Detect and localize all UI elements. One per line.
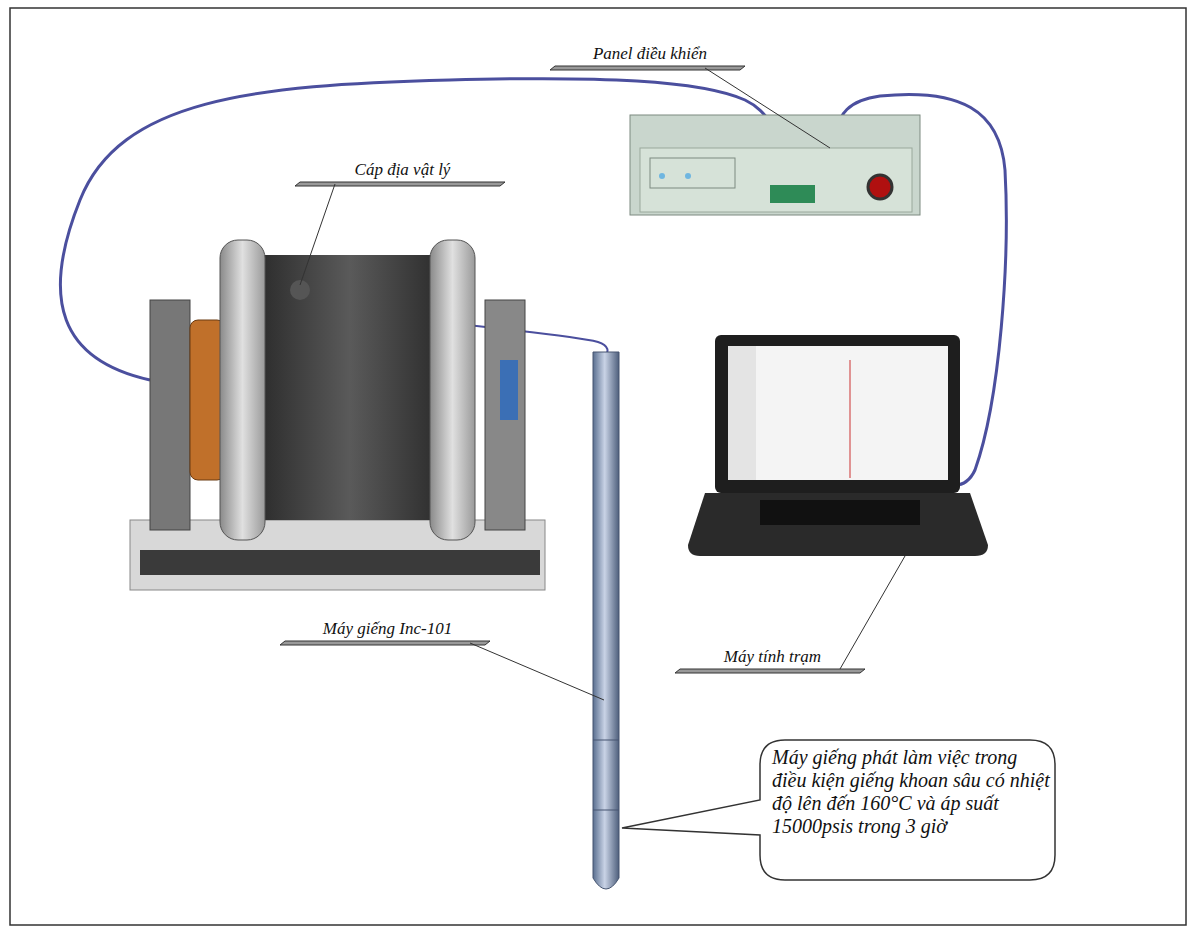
- callout-text: Máy giếng phát làm việc trong điều kiện …: [772, 746, 1050, 838]
- callout-bubble: [622, 740, 1055, 880]
- cable-winch: [130, 240, 545, 590]
- laptop-screen: [728, 346, 948, 480]
- winch-frame: [485, 300, 525, 530]
- label-underline: [675, 669, 865, 673]
- panel-display: [650, 158, 735, 188]
- leader-line: [840, 556, 905, 669]
- drum-flange: [220, 240, 265, 540]
- part-label: Cáp địa vật lý: [300, 160, 505, 180]
- well-probe: [593, 352, 619, 889]
- winch-part: [500, 360, 518, 420]
- part-label: Máy giếng Inc-101: [285, 619, 490, 639]
- cable-drum: [255, 255, 445, 520]
- leader-line: [705, 68, 830, 148]
- screen-sidebar: [728, 346, 756, 480]
- panel-case: [630, 115, 920, 215]
- leaders: [280, 66, 905, 700]
- part-label: Máy tính trạm: [680, 647, 865, 667]
- laptop-screen-frame: [715, 335, 960, 493]
- screen-line: [850, 360, 851, 478]
- probe-joint: [593, 810, 619, 811]
- label-underline: [550, 66, 745, 70]
- probe-joint: [593, 740, 619, 741]
- leader-line: [300, 184, 335, 285]
- leader-line: [470, 643, 604, 700]
- panel-led: [685, 173, 691, 179]
- drum-flange: [430, 240, 475, 540]
- cable-knot: [290, 280, 310, 300]
- part-label: Panel điều khiển: [555, 44, 745, 64]
- power-button: [868, 175, 892, 199]
- probe-body: [593, 352, 619, 889]
- outer-frame: [10, 8, 1186, 925]
- panel-led: [659, 173, 665, 179]
- winch-base: [130, 520, 545, 590]
- label-underline: [280, 641, 490, 645]
- panel-connector: [770, 185, 815, 203]
- panel-face: [640, 148, 912, 212]
- winch-base: [140, 550, 540, 575]
- control-panel: [630, 115, 920, 215]
- laptop-keyboard: [760, 500, 920, 525]
- callout-box: Máy giếng phát làm việc trong điều kiện …: [772, 746, 1050, 876]
- label-underline: [295, 182, 505, 186]
- winch-frame: [150, 300, 190, 530]
- laptop: [688, 335, 988, 556]
- laptop-base: [688, 493, 988, 556]
